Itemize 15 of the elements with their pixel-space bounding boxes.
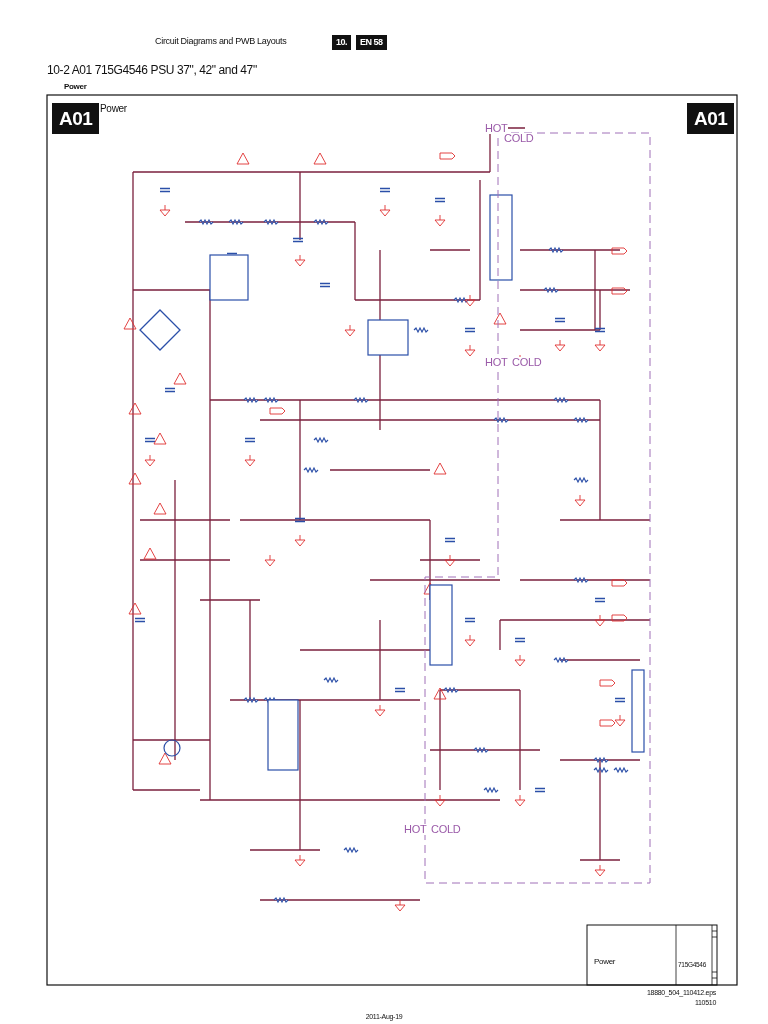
- diagram-title: 10-2 A01 715G4546 PSU 37", 42" and 47": [47, 63, 257, 77]
- zone-label: COLD: [503, 133, 535, 144]
- title-block-text: Power: [594, 958, 616, 966]
- page-number: EN 58: [356, 35, 387, 50]
- zone-label: COLD: [430, 824, 462, 835]
- sheet-title: Power: [100, 104, 127, 114]
- sheet-code-badge: A01: [52, 103, 100, 134]
- zone-label: HOT: [484, 123, 509, 134]
- header-text: Circuit Diagrams and PWB Layouts: [155, 37, 287, 46]
- page-section-number: 10.: [332, 35, 351, 50]
- zone-label: COLD: [511, 357, 543, 368]
- sheet-code-badge: A01: [687, 103, 735, 134]
- zone-label: HOT: [484, 357, 509, 368]
- zone-label: HOT: [403, 824, 428, 835]
- subtitle: Power: [64, 83, 87, 91]
